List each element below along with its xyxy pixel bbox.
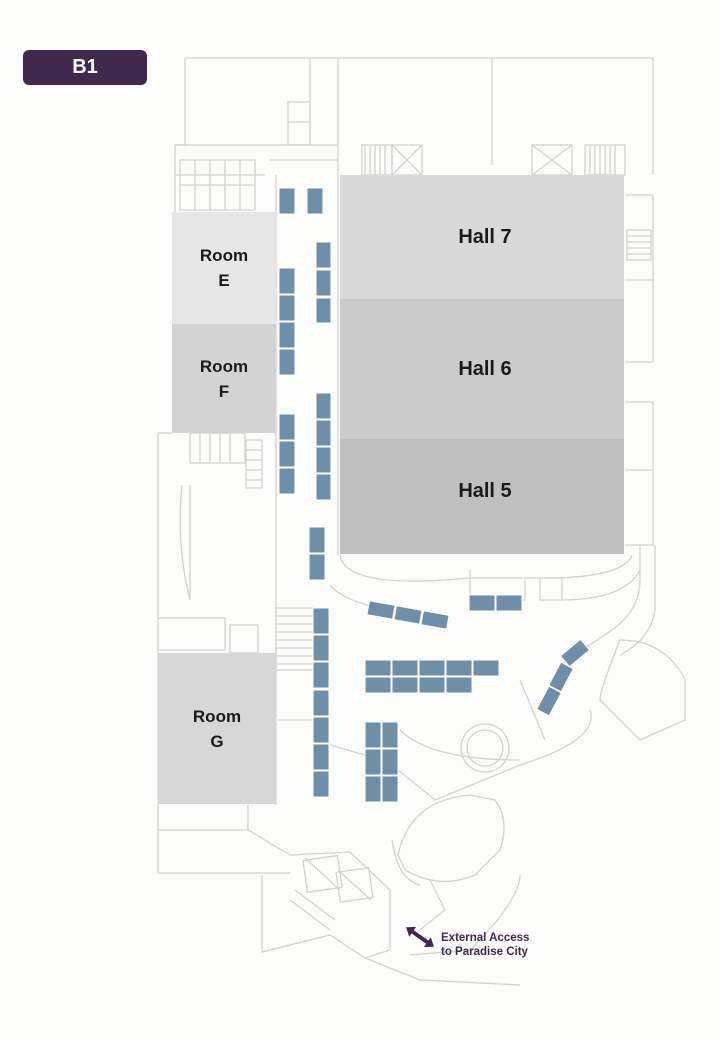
- booth[interactable]: [312, 634, 330, 662]
- booth[interactable]: [278, 348, 296, 376]
- booth[interactable]: [559, 638, 591, 668]
- booth[interactable]: [308, 526, 326, 554]
- booth[interactable]: [312, 607, 330, 635]
- booth[interactable]: [315, 269, 332, 297]
- booth[interactable]: [468, 594, 496, 612]
- booth[interactable]: [418, 676, 446, 694]
- booth[interactable]: [278, 321, 296, 349]
- hall-7-area[interactable]: [340, 175, 624, 299]
- booth[interactable]: [391, 659, 419, 677]
- booth[interactable]: [312, 689, 330, 717]
- room-e-area[interactable]: [172, 212, 276, 324]
- booth[interactable]: [312, 770, 330, 798]
- booth[interactable]: [420, 610, 450, 630]
- hall-6-area[interactable]: [340, 299, 624, 439]
- external-access-label: External Access to Paradise City: [441, 931, 529, 959]
- room-f-area[interactable]: [172, 324, 276, 433]
- booth[interactable]: [364, 659, 392, 677]
- booth[interactable]: [391, 676, 419, 694]
- booth[interactable]: [381, 748, 399, 776]
- booth[interactable]: [445, 676, 473, 694]
- booth[interactable]: [315, 446, 332, 474]
- booth[interactable]: [278, 467, 296, 495]
- booth[interactable]: [315, 473, 332, 501]
- booth-layer: [278, 187, 591, 803]
- booth[interactable]: [312, 743, 330, 771]
- booth[interactable]: [364, 721, 382, 749]
- booth[interactable]: [312, 661, 330, 689]
- double-arrow-icon: [406, 926, 434, 948]
- booth[interactable]: [278, 413, 296, 441]
- booth[interactable]: [393, 605, 423, 625]
- booth[interactable]: [495, 594, 523, 612]
- room-g-area[interactable]: [158, 653, 276, 804]
- booth[interactable]: [536, 685, 562, 717]
- building-outline: [157, 57, 686, 986]
- booth[interactable]: [381, 775, 399, 803]
- booth[interactable]: [312, 716, 330, 744]
- booth[interactable]: [278, 187, 296, 215]
- external-access-line1: External Access: [441, 932, 530, 944]
- booth[interactable]: [364, 775, 382, 803]
- booth[interactable]: [315, 241, 332, 269]
- booth[interactable]: [364, 676, 392, 694]
- booth[interactable]: [315, 392, 332, 420]
- booth[interactable]: [315, 297, 332, 324]
- booth[interactable]: [364, 748, 382, 776]
- booth[interactable]: [366, 600, 396, 620]
- floor-badge: B1: [23, 50, 147, 85]
- booth[interactable]: [278, 440, 296, 468]
- external-access-line2: to Paradise City: [441, 946, 528, 958]
- booth[interactable]: [278, 267, 296, 295]
- booth[interactable]: [278, 294, 296, 322]
- booth[interactable]: [381, 721, 399, 749]
- booth[interactable]: [472, 659, 500, 677]
- booth[interactable]: [306, 187, 324, 215]
- booth[interactable]: [445, 659, 473, 677]
- booth[interactable]: [418, 659, 446, 677]
- booth[interactable]: [315, 419, 332, 447]
- hall-5-area[interactable]: [340, 439, 624, 554]
- booth[interactable]: [548, 661, 574, 693]
- booth[interactable]: [308, 553, 326, 581]
